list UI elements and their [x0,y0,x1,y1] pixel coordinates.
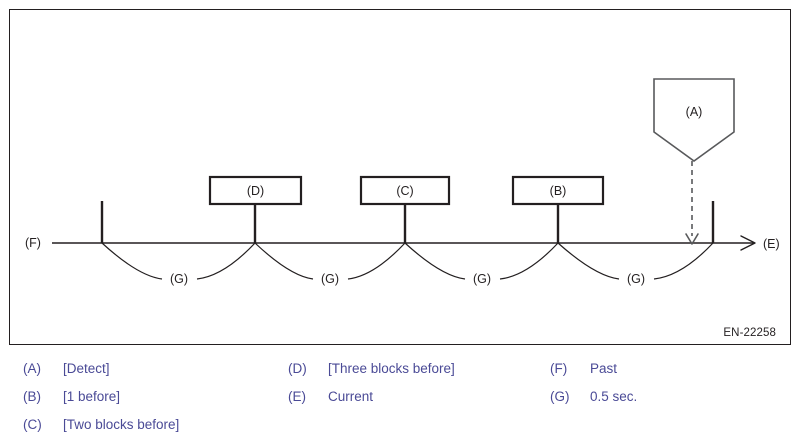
block-d-box [208,175,303,206]
legend-item: (E) Current [288,383,455,411]
interval-arc-2-right [347,242,406,280]
time-axis [52,235,756,251]
legend-text: [Three blocks before] [328,361,455,376]
block-c-box [359,175,451,206]
interval-label-3: (G) [473,272,491,286]
legend-column-3: (F) Past (G) 0.5 sec. [550,355,637,411]
interval-arc-1-right [196,242,256,280]
axis-label-current: (E) [763,237,780,251]
legend-key: (E) [288,389,306,404]
legend-text: Past [590,361,618,376]
legend-key: (G) [550,389,570,404]
callout-a-label: (A) [686,105,703,119]
axis-ticks [100,201,715,243]
legend-item: (C) [Two blocks before] [23,411,179,439]
legend-item: (A) [Detect] [23,355,179,383]
interval-arc-4-right [653,242,714,280]
block-c-label: (C) [396,184,413,198]
drawing-id-label: EN-22258 [723,327,776,339]
interval-arcs [101,242,714,280]
legend-column-1: (A) [Detect] (B) [1 before] (C) [Two blocks… [23,355,179,439]
interval-arc-4-left [557,242,620,280]
timeline-diagram: (F) (E) [25,78,780,286]
legend-item: (B) [1 before] [23,383,179,411]
block-c: (C) [359,175,451,206]
interval-arc-3-left [404,242,466,280]
callout-a: (A) [653,78,735,245]
callout-pentagon-shape [653,78,735,162]
legend-key: (C) [23,417,42,432]
axis-arrowhead [740,235,756,251]
legend-item: (G) 0.5 sec. [550,383,637,411]
block-d-label: (D) [247,184,264,198]
legend-text: Current [328,389,374,404]
block-d: (D) [208,175,303,206]
legend-key: (B) [23,389,41,404]
axis-label-past: (F) [25,236,41,250]
legend-text: [Detect] [63,361,110,376]
interval-arc-2-left [254,242,314,280]
legend-text: 0.5 sec. [590,389,638,404]
diagram-frame: (F) (E) [9,9,791,345]
legend-key: (F) [550,361,568,376]
interval-label-2: (G) [321,272,339,286]
legend-text: [Two blocks before] [63,417,180,432]
callout-arrowhead-icon [685,233,699,245]
block-b: (B) [511,175,605,206]
legend-key: (A) [23,361,41,376]
interval-label-4: (G) [627,272,645,286]
legend-column-2: (D) [Three blocks before] (E) Current [288,355,455,411]
legend-item: (F) Past [550,355,637,383]
interval-label-1: (G) [170,272,188,286]
interval-arc-1-left [101,242,163,280]
legend-text: [1 before] [63,389,121,404]
legend-key: (D) [288,361,307,376]
block-b-label: (B) [550,184,567,198]
block-b-box [511,175,605,206]
interval-arc-3-right [499,242,559,280]
legend: (A) [Detect] (B) [1 before] (C) [Two blocks… [0,355,801,435]
legend-item: (D) [Three blocks before] [288,355,455,383]
